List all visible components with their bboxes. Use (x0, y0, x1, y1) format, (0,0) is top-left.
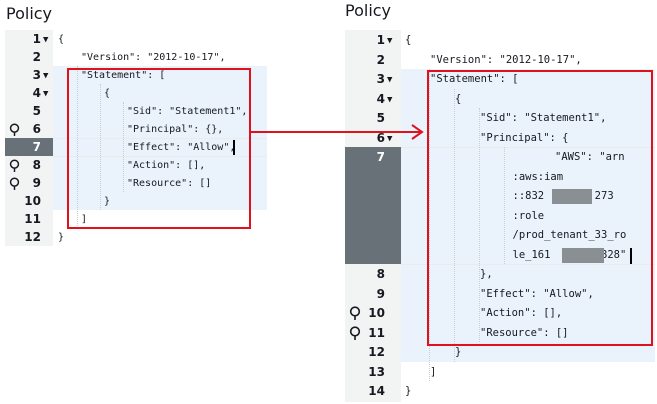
indent-guide (504, 147, 505, 264)
code-line: "Version": "2012-10-17", (430, 53, 582, 66)
line-number: 1 (32, 32, 41, 46)
fold-toggle-icon[interactable]: ▼ (43, 71, 49, 81)
line-number: 5 (32, 104, 41, 118)
code-line: le_161 828" (512, 248, 627, 261)
line-number: 11 (24, 212, 41, 226)
code-line: } (455, 346, 462, 358)
line-number: 2 (32, 50, 41, 64)
code-line: "Principal": {}, (127, 124, 224, 135)
fold-toggle-icon[interactable]: ▼ (387, 75, 393, 85)
line-number: 1 (376, 33, 385, 47)
line-number: 2 (376, 52, 385, 67)
code-line: "Action": [], (127, 160, 206, 171)
redacted-region (552, 189, 592, 204)
line-number: 7 (376, 150, 385, 164)
line-number: 14 (368, 384, 385, 398)
line-number: 8 (32, 158, 41, 172)
text-cursor (630, 247, 632, 264)
lightbulb-icon (9, 122, 20, 141)
line-number: 13 (368, 364, 385, 379)
code-line: { (405, 34, 412, 46)
code-line: "Action": [], (480, 307, 563, 319)
code-line: :aws:iam (512, 170, 564, 183)
line-number: 8 (376, 267, 385, 281)
active-line-border (53, 138, 267, 139)
code-line: "Effect": "Allow", (480, 287, 594, 300)
code-line: :role (512, 209, 545, 222)
code-line: ::832 273 (512, 190, 614, 202)
indent-guide (123, 102, 124, 192)
line-number: 3 (32, 68, 41, 82)
fold-toggle-icon[interactable]: ▼ (43, 35, 49, 45)
lightbulb-icon (9, 176, 20, 195)
line-number: 4 (376, 91, 385, 106)
redacted-region (562, 247, 604, 263)
left-code-editor[interactable]: 1▼{2"Version": "2012-10-17",3▼"Statement… (5, 30, 267, 246)
indent-guide (479, 108, 480, 342)
code-line: } (58, 232, 65, 243)
line-number: 6 (32, 122, 41, 136)
code-line: ] (81, 214, 88, 225)
line-number: 10 (368, 306, 385, 320)
code-line: "Effect": "Allow", (127, 142, 236, 153)
code-line: { (58, 34, 65, 45)
indent-guide (77, 66, 78, 228)
line-number: 7 (32, 140, 41, 154)
line-number: 10 (24, 194, 41, 208)
highlight-box (67, 68, 251, 229)
code-line: } (104, 196, 111, 207)
active-line-gutter (5, 138, 53, 156)
active-line-border (53, 156, 267, 157)
code-line: "Sid": "Statement1", (127, 106, 248, 117)
fold-toggle-icon[interactable]: ▼ (43, 89, 49, 99)
active-line-border (401, 147, 655, 148)
text-cursor (233, 140, 235, 155)
line-number: 6 (376, 130, 385, 145)
line-number: 9 (376, 286, 385, 301)
left-panel-title: Policy (6, 4, 53, 23)
code-line: "Resource": [] (480, 326, 569, 339)
code-line: }, (480, 268, 493, 280)
right-panel-title: Policy (345, 1, 392, 20)
lightbulb-icon (349, 325, 361, 345)
code-line: "Principal": { (480, 131, 569, 144)
lightbulb-icon (9, 158, 20, 177)
active-line-border (401, 264, 655, 265)
code-line: { (455, 92, 462, 105)
line-number: 12 (24, 230, 41, 244)
line-number: 12 (368, 345, 385, 359)
code-line: "Resource": [] (127, 178, 212, 189)
indent-guide (429, 69, 430, 381)
code-line: } (405, 385, 412, 397)
fold-toggle-icon[interactable]: ▼ (387, 36, 393, 46)
code-line: "Statement": [ (81, 70, 166, 81)
indent-guide (454, 88, 455, 362)
line-number: 3 (376, 72, 385, 86)
code-line: { (104, 88, 111, 99)
code-line: "Statement": [ (430, 73, 519, 85)
code-line: ] (430, 365, 437, 378)
code-line: "Version": "2012-10-17", (81, 52, 226, 63)
active-line-gutter (345, 147, 401, 264)
code-line: "Sid": "Statement1", (480, 112, 607, 124)
code-line: "AWS": "arn (555, 151, 625, 163)
fold-toggle-icon[interactable]: ▼ (387, 133, 393, 144)
line-number: 4 (32, 86, 41, 100)
line-number: 9 (32, 176, 41, 190)
lightbulb-icon (349, 306, 361, 325)
line-number: 5 (376, 111, 385, 125)
fold-toggle-icon[interactable]: ▼ (387, 94, 393, 105)
selection-highlight (401, 69, 655, 362)
code-line: /prod_tenant_33_ro (512, 229, 627, 241)
indent-guide (100, 84, 101, 210)
right-code-editor[interactable]: 1▼{2"Version": "2012-10-17",3▼"Statement… (345, 30, 655, 402)
line-number: 11 (368, 325, 385, 340)
highlight-box (427, 70, 653, 346)
